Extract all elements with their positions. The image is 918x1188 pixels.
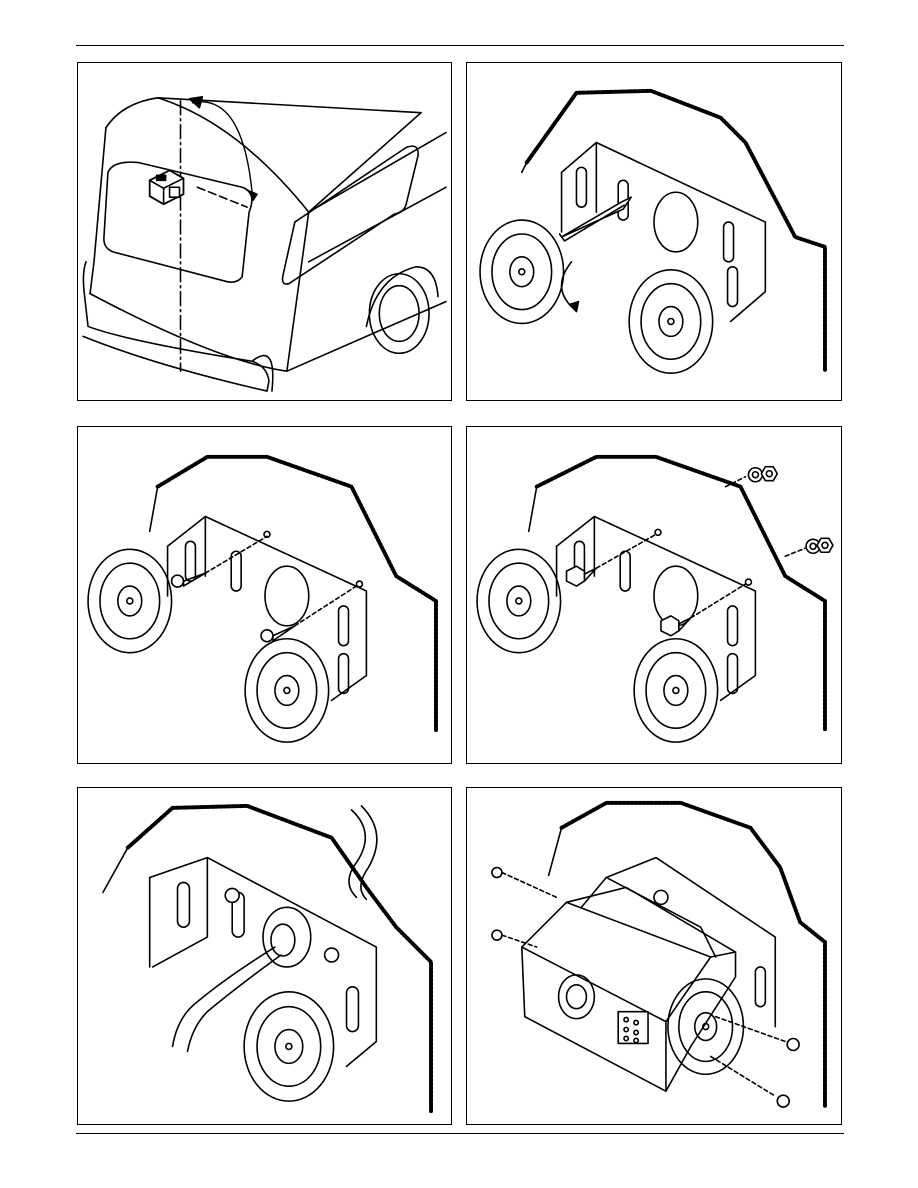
header-rule — [76, 45, 844, 46]
bracket-wood-screw-icon — [78, 427, 451, 763]
vehicle-rear-mount-icon — [78, 63, 451, 400]
figure-cable-routing — [77, 787, 452, 1125]
bracket-bolt-nut-icon — [467, 427, 841, 763]
figure-camera-mounted — [466, 787, 842, 1125]
figure-wood-screws — [77, 426, 452, 764]
figure-bolts-nuts — [466, 426, 842, 764]
bracket-pencil-mark-icon — [467, 63, 841, 400]
camera-on-bracket-icon — [467, 788, 841, 1124]
bracket-cable-routing-icon — [78, 788, 451, 1124]
footer-rule — [76, 1133, 844, 1134]
figure-mark-holes — [466, 62, 842, 401]
figure-vehicle-mount — [77, 62, 452, 401]
